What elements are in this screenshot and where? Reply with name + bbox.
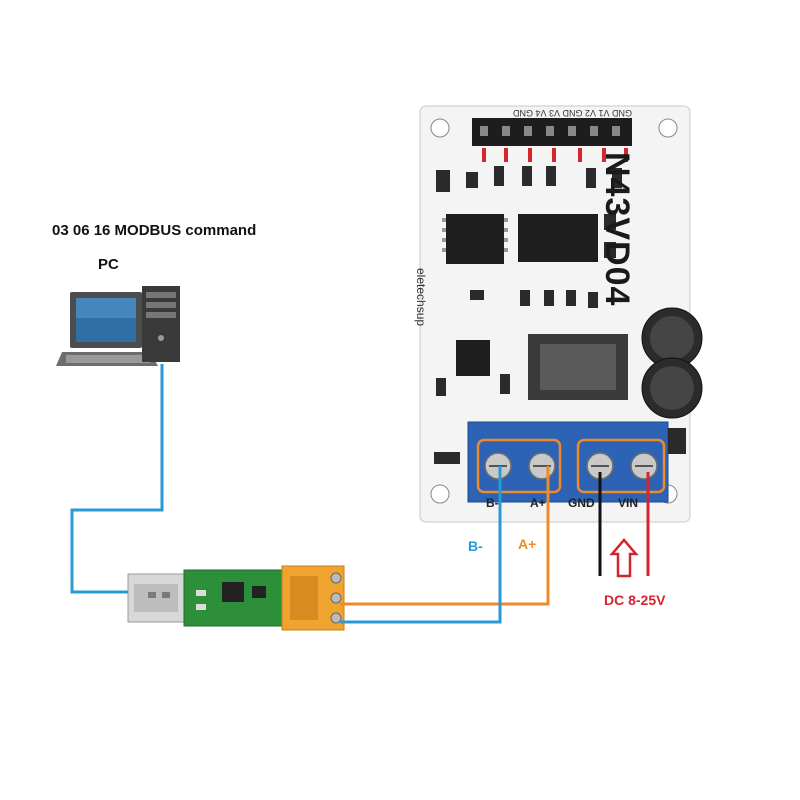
- power-arrow-icon: [609, 538, 639, 578]
- pc-label: PC: [98, 256, 119, 273]
- usb-rs485-adapter: [127, 565, 345, 631]
- ic-chip: [456, 340, 490, 376]
- pc-computer-icon: [56, 286, 180, 366]
- diagram-title: 03 06 16 MODBUS command: [52, 222, 257, 239]
- wire-b-label: B-: [468, 538, 483, 554]
- usb-cable: [70, 364, 164, 594]
- ic-chip: [442, 214, 508, 264]
- terminal-label-b: B-: [486, 496, 499, 510]
- terminal-label-gnd: GND: [568, 496, 595, 510]
- wire-b-minus: [340, 466, 502, 624]
- top-pin-labels: GND V1 V2 GND V3 V4 GND: [512, 108, 632, 118]
- power-supply-label: DC 8-25V: [604, 592, 666, 608]
- n43vd04-board: [419, 105, 703, 523]
- board-name: N43VD04: [598, 152, 636, 307]
- wire-a-plus: [340, 466, 550, 606]
- ic-chip: [518, 214, 598, 262]
- board-brand: eletechsup: [414, 268, 428, 327]
- terminal-label-a: A+: [530, 496, 546, 510]
- wire-a-label: A+: [518, 536, 537, 552]
- terminal-label-vin: VIN: [618, 496, 639, 510]
